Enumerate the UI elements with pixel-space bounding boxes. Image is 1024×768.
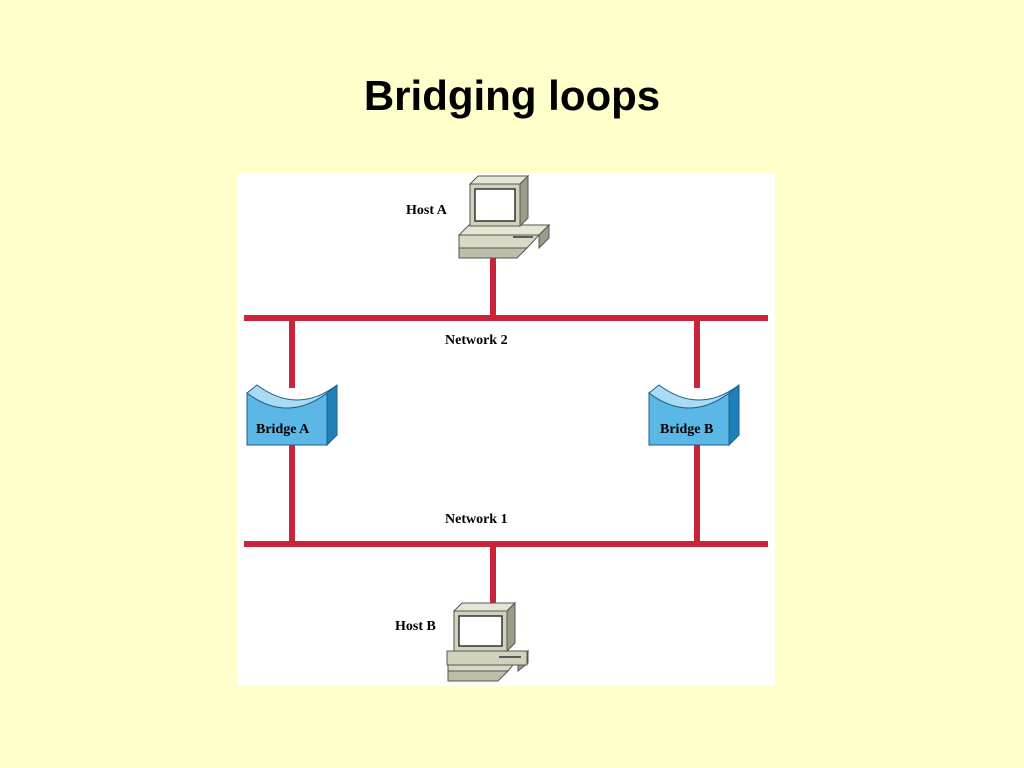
network-2-label: Network 2 (445, 333, 508, 348)
host-b-label: Host B (395, 619, 436, 634)
host-a-label: Host A (406, 203, 448, 218)
network-diagram: Host A Host B Network 2 Network 1 Bridge… (237, 173, 775, 686)
bridge-a-icon (246, 383, 338, 447)
bridge-b-icon (648, 383, 740, 447)
host-a-computer-icon (457, 174, 551, 259)
network-1-label: Network 1 (445, 512, 508, 527)
bridge-a-label: Bridge A (256, 422, 310, 437)
slide-title: Bridging loops (363, 72, 661, 119)
host-b-computer-icon (446, 601, 530, 682)
bridge-b-label: Bridge B (660, 422, 713, 437)
